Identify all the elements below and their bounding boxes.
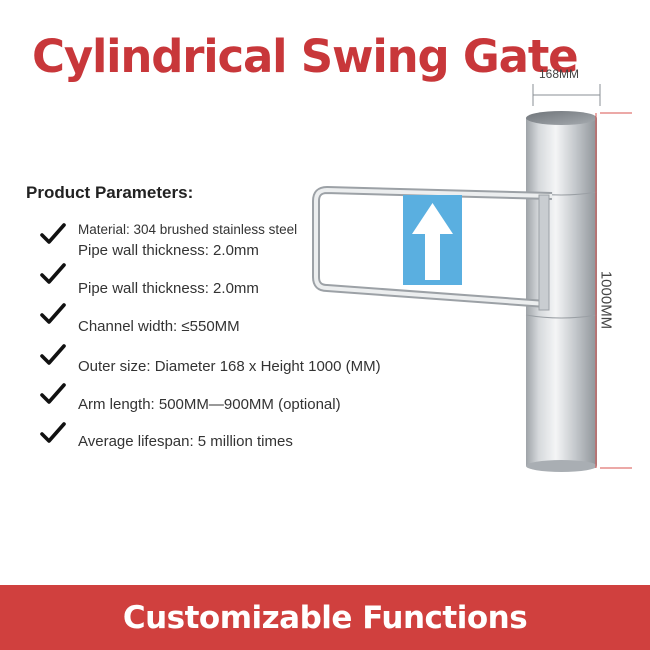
parameter-text: Channel width: ≤550MM	[78, 318, 240, 335]
arrow-up-icon	[412, 203, 453, 280]
parameter-text: Average lifespan: 5 million times	[78, 433, 293, 450]
parameter-text: Material: 304 brushed stainless steel	[78, 222, 298, 237]
check-icon	[40, 263, 66, 284]
footer-text: Customizable Functions	[122, 599, 528, 636]
swing-arm	[312, 186, 553, 311]
footer-banner: Customizable Functions	[0, 585, 650, 650]
parameter-text: Arm length: 500MM—900MM (optional)	[78, 396, 341, 413]
pillar	[525, 111, 598, 472]
check-icon	[40, 422, 66, 443]
check-icon	[40, 223, 66, 244]
parameter-text: Pipe wall thickness: 2.0mm	[78, 280, 259, 297]
diameter-label: 168MM	[539, 67, 580, 81]
parameter-text: Pipe wall thickness: 2.0mm	[78, 242, 259, 259]
check-icon	[40, 344, 66, 365]
parameter-text: Outer size: Diameter 168 x Height 1000 (…	[78, 358, 381, 375]
parameters-heading: Product Parameters:	[26, 183, 194, 202]
check-icon	[40, 383, 66, 404]
page-title: Cylindrical Swing Gate	[32, 30, 579, 83]
height-label: 1000MM	[597, 270, 615, 330]
height-dimension	[595, 112, 632, 469]
diameter-dimension	[532, 84, 601, 106]
check-icon	[40, 303, 66, 324]
pillar-cap	[526, 111, 597, 125]
